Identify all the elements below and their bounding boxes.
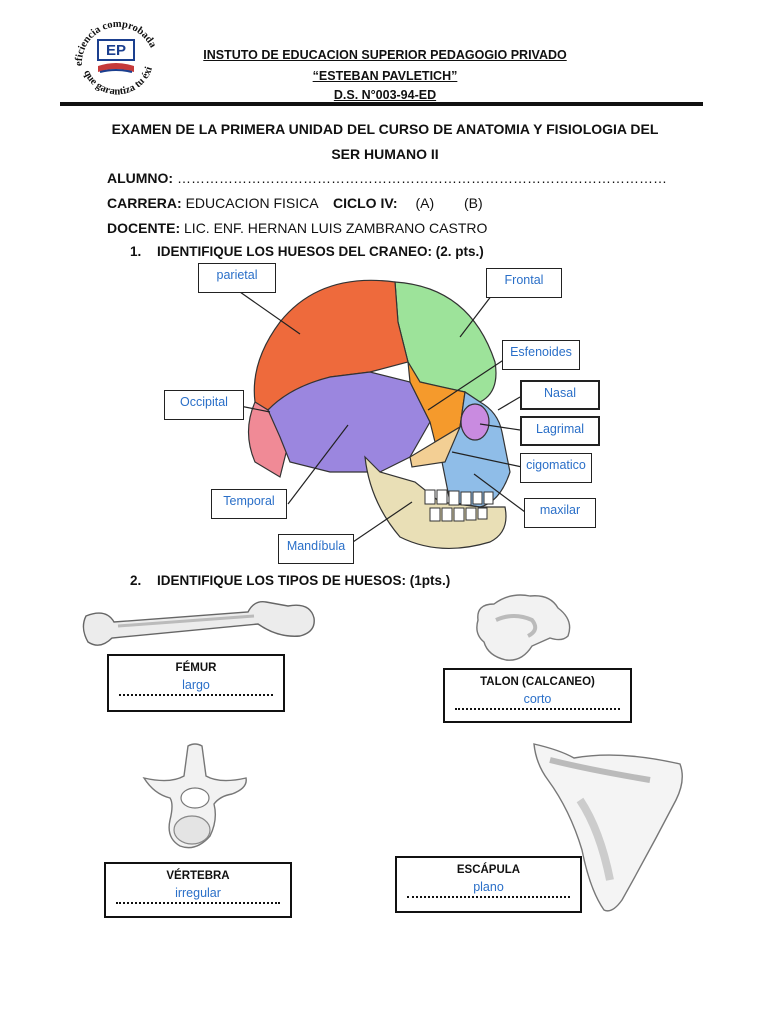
institution-name: INSTUTO DE EDUCACION SUPERIOR PEDAGOGIO …: [203, 48, 567, 62]
decree-number: D.S. N°003-94-ED: [333, 88, 437, 102]
docente-label: DOCENTE:: [107, 220, 181, 236]
svg-text:EP: EP: [106, 42, 126, 59]
question-2: 2. IDENTIFIQUE LOS TIPOS DE HUESOS: (1pt…: [130, 573, 450, 588]
vertebra-illustration: [140, 740, 250, 855]
label-nasal[interactable]: Nasal: [520, 380, 600, 410]
vertebra-answer: irregular: [175, 886, 221, 900]
skull-illustration: [180, 262, 580, 572]
escapula-name: ESCÁPULA: [456, 864, 521, 876]
vertebra-answer-line[interactable]: [116, 902, 280, 904]
label-parietal[interactable]: parietal: [198, 263, 276, 293]
exam-title-line1: EXAMEN DE LA PRIMERA UNIDAD DEL CURSO DE…: [111, 121, 659, 137]
exam-title-line2: SER HUMANO II: [331, 146, 439, 162]
calcaneus-illustration: [470, 590, 580, 665]
carrera-row: CARRERA: EDUCACION FISICA: [107, 195, 319, 211]
label-mandibula[interactable]: Mandíbula: [278, 534, 354, 564]
alumno-row: ALUMNO: ………………………………………………………………………………………: [107, 170, 667, 186]
institution-subname: “ESTEBAN PAVLETICH”: [312, 69, 458, 83]
alumno-label: ALUMNO:: [107, 170, 174, 186]
question-1-number: 1.: [130, 244, 142, 259]
femur-name: FÉMUR: [175, 662, 217, 674]
alumno-field[interactable]: ……………………………………………………………………………………………: [177, 170, 667, 186]
question-1: 1. IDENTIFIQUE LOS HUESOS DEL CRANEO: (2…: [130, 244, 484, 259]
question-2-text: IDENTIFIQUE LOS TIPOS DE HUESOS: (1pts.): [157, 573, 451, 588]
femur-answer: largo: [182, 678, 210, 692]
talon-name: TALON (CALCANEO): [480, 676, 595, 688]
femur-answer-line[interactable]: [119, 694, 273, 696]
docente-row: DOCENTE: LIC. ENF. HERNAN LUIS ZAMBRANO …: [107, 220, 487, 236]
escapula-answer-line[interactable]: [407, 896, 570, 898]
label-occipital[interactable]: Occipital: [164, 390, 244, 420]
vertebra-name: VÉRTEBRA: [166, 870, 230, 882]
ciclo-option-b[interactable]: (B): [464, 195, 483, 211]
label-temporal[interactable]: Temporal: [211, 489, 287, 519]
talon-answer-line[interactable]: [455, 708, 620, 710]
ciclo-row: CICLO IV: (A) (B): [333, 195, 483, 211]
question-2-number: 2.: [130, 573, 142, 588]
scapula-illustration: [530, 740, 690, 915]
card-vertebra: VÉRTEBRA irregular: [104, 862, 292, 918]
docente-value: LIC. ENF. HERNAN LUIS ZAMBRANO CASTRO: [184, 220, 488, 236]
institution-logo: eficiencia comprobada que garantiza tu é…: [65, 6, 166, 106]
header-rule: [60, 102, 703, 106]
femur-illustration: [78, 598, 318, 658]
escapula-answer: plano: [473, 880, 504, 894]
label-esfenoides[interactable]: Esfenoides: [502, 340, 580, 370]
talon-answer: corto: [523, 692, 552, 706]
card-escapula: ESCÁPULA plano: [395, 856, 582, 913]
card-femur: FÉMUR largo: [107, 654, 285, 712]
carrera-label: CARRERA:: [107, 195, 182, 211]
label-lagrimal[interactable]: Lagrimal: [520, 416, 600, 446]
card-talon: TALON (CALCANEO) corto: [443, 668, 632, 723]
label-maxilar[interactable]: maxilar: [524, 498, 596, 528]
label-frontal[interactable]: Frontal: [486, 268, 562, 298]
ciclo-option-a[interactable]: (A): [415, 195, 435, 211]
label-cigomatico[interactable]: cigomatico: [520, 453, 592, 483]
question-1-text: IDENTIFIQUE LOS HUESOS DEL CRANEO: (2. p…: [157, 244, 484, 259]
ciclo-label: CICLO IV:: [333, 195, 398, 211]
carrera-value: EDUCACION FISICA: [185, 195, 319, 211]
